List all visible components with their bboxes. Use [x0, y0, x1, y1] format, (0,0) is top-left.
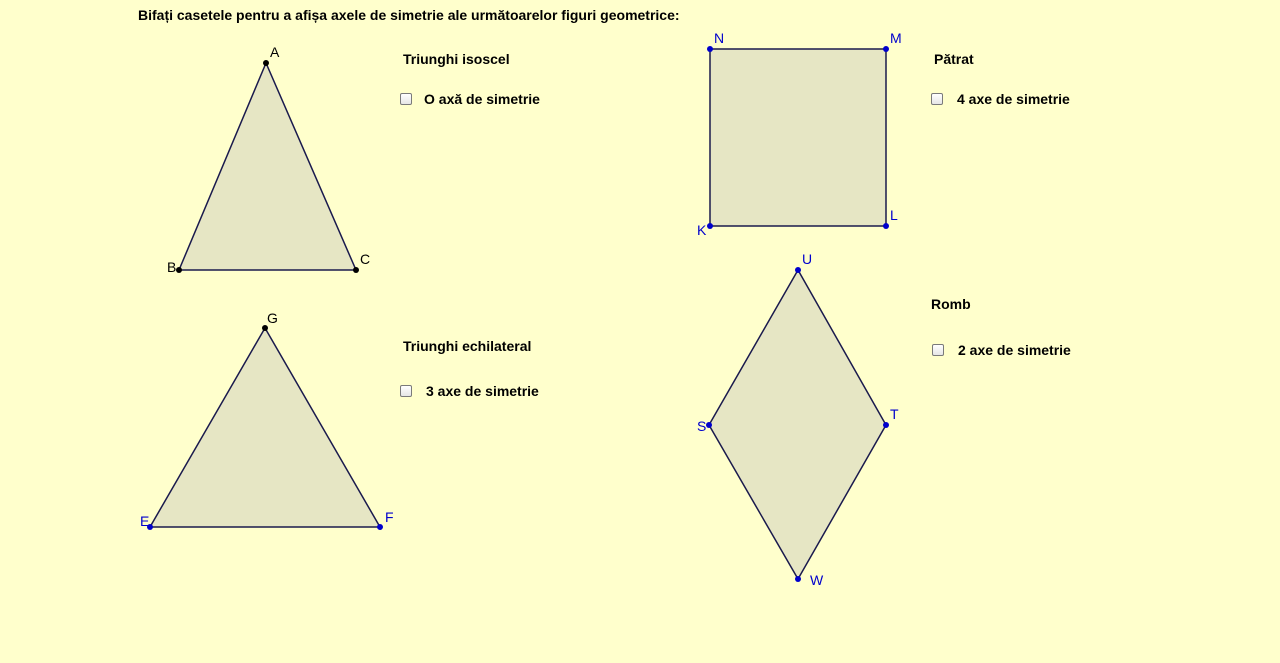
point-e[interactable] [147, 524, 153, 530]
equilateral-axis-checkbox-label: 3 axe de simetrie [426, 383, 539, 399]
point-g[interactable] [262, 325, 268, 331]
square-axis-checkbox-label: 4 axe de simetrie [957, 91, 1070, 107]
label-c: C [360, 251, 370, 267]
isosceles-title: Triunghi isoscel [403, 51, 510, 67]
equilateral-triangle [148, 326, 382, 528]
label-a: A [270, 44, 280, 60]
label-t: T [890, 406, 899, 422]
label-s: S [697, 418, 706, 434]
isosceles-axis-checkbox-label: O axă de simetrie [424, 91, 540, 107]
isosceles-triangle [177, 61, 358, 271]
label-b: B [167, 259, 176, 275]
point-l[interactable] [883, 223, 889, 229]
equilateral-title: Triunghi echilateral [403, 338, 532, 354]
point-s[interactable] [706, 422, 712, 428]
rhombus [708, 268, 887, 581]
label-l: L [890, 207, 898, 223]
isosceles-axis-checkbox-row[interactable]: O axă de simetrie [400, 91, 540, 107]
label-k: K [697, 222, 707, 238]
square-title: Pătrat [934, 51, 974, 67]
rhombus-title: Romb [931, 296, 971, 312]
point-f[interactable] [377, 524, 383, 530]
label-m: M [890, 30, 902, 46]
equilateral-axis-checkbox[interactable] [400, 385, 412, 397]
point-n[interactable] [707, 46, 713, 52]
label-f: F [385, 509, 394, 525]
square [709, 48, 887, 227]
point-b[interactable] [176, 267, 182, 273]
rhombus-axis-checkbox-row[interactable]: 2 axe de simetrie [932, 342, 1071, 358]
square-axis-checkbox[interactable] [931, 93, 943, 105]
point-w[interactable] [795, 576, 801, 582]
point-k[interactable] [707, 223, 713, 229]
point-m[interactable] [883, 46, 889, 52]
label-w: W [810, 572, 824, 588]
point-u[interactable] [795, 267, 801, 273]
equilateral-axis-checkbox-row[interactable]: 3 axe de simetrie [400, 383, 539, 399]
rhombus-axis-checkbox-label: 2 axe de simetrie [958, 342, 1071, 358]
label-g: G [267, 310, 278, 326]
label-e: E [140, 513, 149, 529]
point-a[interactable] [263, 60, 269, 66]
label-n: N [714, 30, 724, 46]
square-axis-checkbox-row[interactable]: 4 axe de simetrie [931, 91, 1070, 107]
instruction-text: Bifați casetele pentru a afișa axele de … [138, 7, 680, 23]
point-c[interactable] [353, 267, 359, 273]
label-u: U [802, 251, 812, 267]
isosceles-axis-checkbox[interactable] [400, 93, 412, 105]
rhombus-axis-checkbox[interactable] [932, 344, 944, 356]
point-t[interactable] [883, 422, 889, 428]
